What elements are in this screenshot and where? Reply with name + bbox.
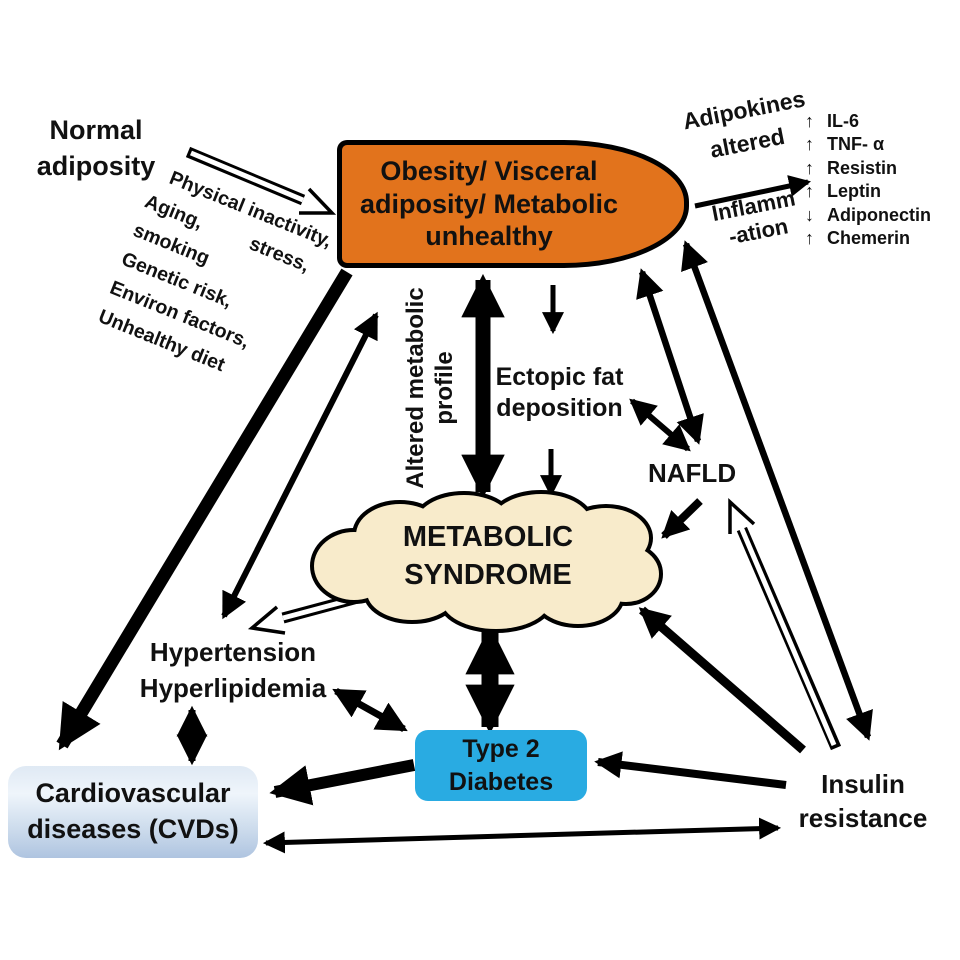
nafld-label: NAFLD: [648, 458, 737, 488]
type2-diabetes-node: Type 2 Diabetes: [415, 730, 587, 801]
arrow-insulin-to-syndrome: [638, 606, 806, 754]
up-arrow-icon: ↑: [805, 157, 814, 178]
normal-adiposity-label: Normal adiposity: [36, 115, 156, 182]
up-arrow-icon: ↑: [805, 111, 814, 131]
list-item: ↓Adiponectin: [805, 204, 931, 227]
cvd-node: Cardiovascular diseases (CVDs): [8, 766, 258, 858]
down-arrow-icon: ↓: [805, 204, 814, 225]
arrow-hypertension-obesity: [221, 311, 379, 620]
hollow-arrow-insulin-to-nafld: [728, 498, 842, 751]
obesity-node-label: Obesity/ Visceral adiposity/ Metabolic u…: [359, 155, 619, 252]
hyperlipidemia-label: Hyperlipidemia: [139, 673, 327, 704]
insulin-resistance-label: Insulin resistance: [798, 769, 928, 833]
arrow-insulin-to-t2d: [594, 751, 787, 789]
arrow-obesity-insulin: [681, 240, 873, 741]
up-arrow-icon: ↑: [805, 134, 814, 155]
list-item: ↑Leptin: [805, 180, 931, 203]
hypertension-hyperlipidemia-label: Hypertension Hyperlipidemia: [112, 634, 354, 707]
up-arrow-icon: ↑: [805, 228, 814, 249]
adipokine-list: ↑IL-6 ↑TNF- α ↑Resistin ↑Leptin ↓Adipone…: [805, 110, 931, 250]
obesity-node: Obesity/ Visceral adiposity/ Metabolic u…: [337, 140, 689, 268]
list-item: ↑IL-6: [805, 110, 931, 133]
type2-diabetes-label: Type 2 Diabetes: [448, 735, 554, 796]
up-arrow-icon: ↑: [805, 181, 814, 202]
hollow-arrow-normal-to-obesity: [185, 146, 337, 215]
arrow-nafld-to-syndrome: [661, 498, 703, 539]
arrow-obesity-to-adipokines: [694, 175, 812, 209]
arrow-t2d-to-cvd: [269, 759, 416, 806]
metabolic-syndrome-label: METABOLIC SYNDROME: [402, 521, 574, 592]
list-item: ↑Chemerin: [805, 227, 931, 250]
arrow-cvd-insulin: [262, 817, 782, 854]
cvd-label: Cardiovascular diseases (CVDs): [27, 778, 239, 844]
ectopic-fat-label: Ectopic fat deposition: [495, 363, 624, 423]
altered-metabolic-profile-label: Altered metabolic profile: [402, 287, 458, 489]
list-item: ↑TNF- α: [805, 133, 931, 156]
arrow-hyperlipidemia-t2d: [332, 687, 408, 733]
hypertension-label: Hypertension: [149, 637, 317, 667]
list-item: ↑Resistin: [805, 157, 931, 180]
